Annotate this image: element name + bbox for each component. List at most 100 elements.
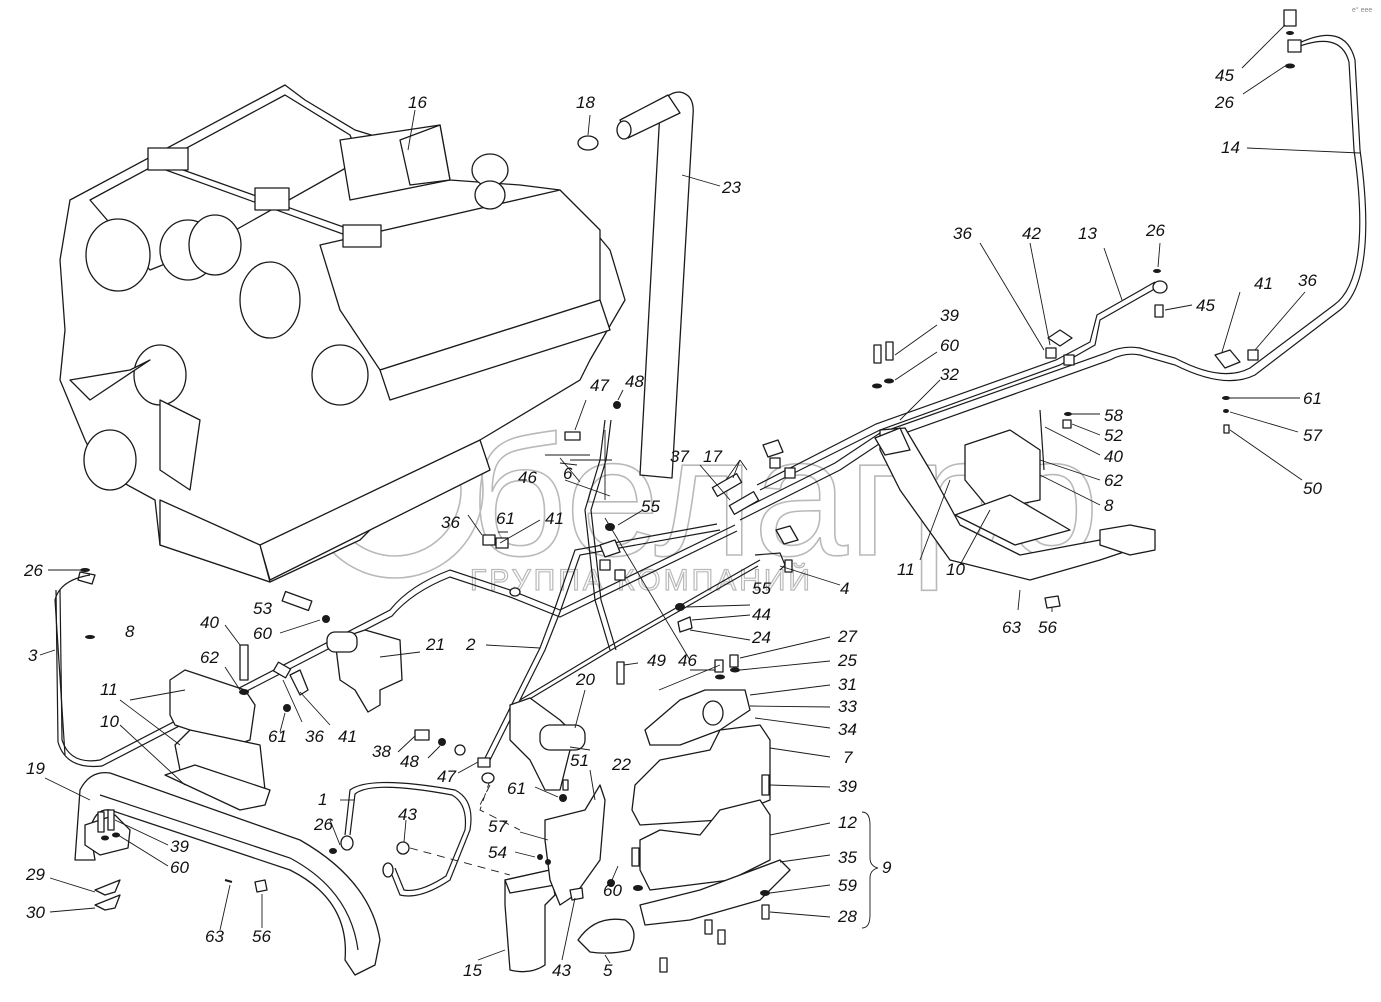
callout-7: 7 xyxy=(843,748,853,767)
corner-mark: e° eee xyxy=(1352,6,1372,14)
callout-31: 31 xyxy=(838,675,857,694)
callout-44: 44 xyxy=(752,605,771,624)
callout-11-b: 11 xyxy=(100,680,118,699)
callout-1: 1 xyxy=(318,790,327,809)
callout-46-a: 46 xyxy=(518,468,537,487)
callout-48-b: 48 xyxy=(400,752,419,771)
callout-20: 20 xyxy=(575,670,595,689)
support-left xyxy=(39,568,421,811)
callout-45-top: 45 xyxy=(1215,66,1234,85)
callout-60-d: 60 xyxy=(170,858,189,877)
callout-41-a: 41 xyxy=(1254,274,1273,293)
callout-48-a: 48 xyxy=(625,372,644,391)
callout-23: 23 xyxy=(721,178,741,197)
callout-61-b: 61 xyxy=(496,509,515,528)
callout-labels: 16 18 23 45 26 14 36 42 13 26 45 41 36 3… xyxy=(23,66,1322,980)
callout-56-a: 56 xyxy=(1038,618,1057,637)
crossmember-right xyxy=(872,324,1156,612)
callout-41-c: 41 xyxy=(338,727,357,746)
callout-36-b: 36 xyxy=(1298,271,1317,290)
callout-35: 35 xyxy=(838,848,857,867)
hose-23 xyxy=(577,91,721,479)
callout-4: 4 xyxy=(840,579,849,598)
tubes-right xyxy=(734,9,1367,521)
callout-33: 33 xyxy=(838,697,857,716)
callout-15: 15 xyxy=(463,961,482,980)
callout-61-d: 61 xyxy=(268,727,287,746)
callout-30: 30 xyxy=(26,903,45,922)
callout-21: 21 xyxy=(425,635,445,654)
callout-52: 52 xyxy=(1104,426,1123,445)
callout-40-b: 40 xyxy=(200,613,219,632)
callout-38: 38 xyxy=(372,742,391,761)
callout-62-a: 62 xyxy=(1104,471,1123,490)
engine xyxy=(59,84,626,583)
callout-55-a: 55 xyxy=(641,497,660,516)
callout-45-b: 45 xyxy=(1196,296,1215,315)
callout-39-c: 39 xyxy=(170,837,189,856)
filter-assembly xyxy=(477,769,635,973)
callout-26-b: 26 xyxy=(1145,221,1165,240)
callout-60-a: 60 xyxy=(940,336,959,355)
callout-19: 19 xyxy=(26,759,45,778)
callout-42: 42 xyxy=(1022,224,1041,243)
callout-63-a: 63 xyxy=(1002,618,1021,637)
callout-3: 3 xyxy=(28,646,38,665)
callout-26-c: 26 xyxy=(23,561,43,580)
callout-9: 9 xyxy=(882,858,892,877)
bracket-20 xyxy=(397,644,591,806)
callout-58: 58 xyxy=(1104,406,1123,425)
callout-57-b: 57 xyxy=(488,817,507,836)
callout-26-d: 26 xyxy=(313,815,333,834)
callout-29: 29 xyxy=(25,865,45,884)
callout-50: 50 xyxy=(1303,479,1322,498)
callout-43-a: 43 xyxy=(552,961,571,980)
callout-26-top: 26 xyxy=(1214,93,1234,112)
callout-53: 53 xyxy=(253,599,272,618)
callout-6: 6 xyxy=(563,464,573,483)
callout-60-b: 60 xyxy=(603,881,622,900)
callout-54: 54 xyxy=(488,843,507,862)
callout-39-b: 39 xyxy=(838,777,857,796)
callout-11-a: 11 xyxy=(897,560,915,579)
callout-46-b: 46 xyxy=(678,651,697,670)
callout-43-b: 43 xyxy=(398,805,417,824)
callout-24: 24 xyxy=(751,628,771,647)
callout-49: 49 xyxy=(647,651,666,670)
callout-40-a: 40 xyxy=(1104,447,1123,466)
callout-28: 28 xyxy=(837,907,857,926)
callout-41-b: 41 xyxy=(545,509,564,528)
mount-assembly-9 xyxy=(616,636,879,973)
callout-55-b: 55 xyxy=(752,579,771,598)
callout-36-d: 36 xyxy=(305,727,324,746)
callout-17: 17 xyxy=(703,447,722,466)
callout-8-b: 8 xyxy=(125,622,135,641)
callout-22: 22 xyxy=(611,755,631,774)
callout-59: 59 xyxy=(838,876,857,895)
callout-37: 37 xyxy=(670,447,689,466)
callout-51: 51 xyxy=(570,751,589,770)
callout-10-b: 10 xyxy=(100,712,119,731)
callout-5: 5 xyxy=(603,961,613,980)
callout-47-a: 47 xyxy=(590,376,609,395)
callout-14: 14 xyxy=(1221,138,1240,157)
callout-34: 34 xyxy=(838,720,857,739)
callout-39-a: 39 xyxy=(940,306,959,325)
callout-2: 2 xyxy=(465,635,476,654)
callout-13: 13 xyxy=(1078,224,1097,243)
callout-36-c: 36 xyxy=(441,513,460,532)
callout-16: 16 xyxy=(408,93,427,112)
callout-27: 27 xyxy=(837,627,857,646)
callout-25: 25 xyxy=(837,651,857,670)
callout-10-a: 10 xyxy=(946,560,965,579)
callout-18: 18 xyxy=(576,93,595,112)
callout-8-a: 8 xyxy=(1104,496,1114,515)
callout-63-b: 63 xyxy=(205,927,224,946)
callout-32: 32 xyxy=(940,365,959,384)
tube-1 xyxy=(329,781,511,897)
callout-56-b: 56 xyxy=(252,927,271,946)
callout-62-b: 62 xyxy=(200,648,219,667)
callout-47-b: 47 xyxy=(437,767,456,786)
